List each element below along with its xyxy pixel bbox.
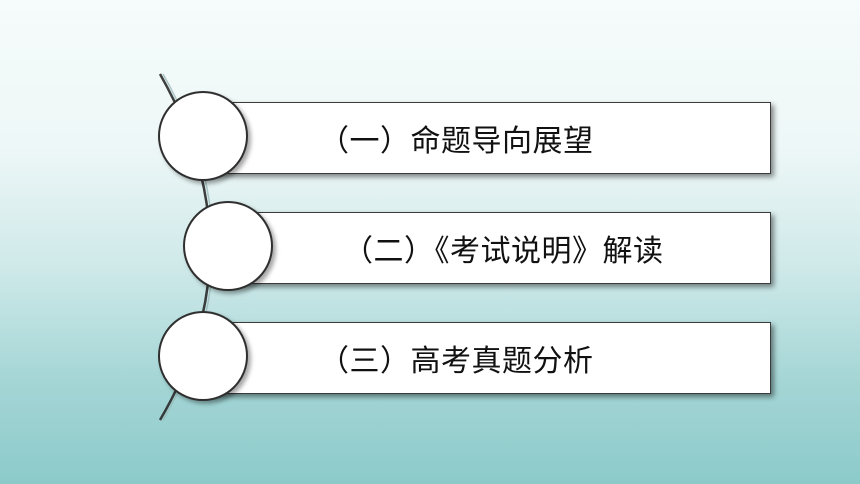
menu-item-label: （一）命题导向展望: [319, 124, 594, 159]
menu-item-label: （二）《考试说明》解读: [343, 234, 664, 269]
menu-item-2[interactable]: （二）《考试说明》解读: [183, 201, 778, 291]
bullet-circle-icon: [183, 201, 273, 291]
bullet-circle-icon: [158, 91, 248, 181]
menu-item-box[interactable]: （三）高考真题分析: [203, 322, 771, 394]
menu-item-box[interactable]: （二）《考试说明》解读: [228, 212, 771, 284]
menu-item-1[interactable]: （一）命题导向展望: [158, 91, 778, 181]
menu-item-label: （三）高考真题分析: [319, 344, 594, 379]
menu-item-box[interactable]: （一）命题导向展望: [203, 102, 771, 174]
bullet-circle-icon: [158, 311, 248, 401]
menu-item-3[interactable]: （三）高考真题分析: [158, 311, 778, 401]
